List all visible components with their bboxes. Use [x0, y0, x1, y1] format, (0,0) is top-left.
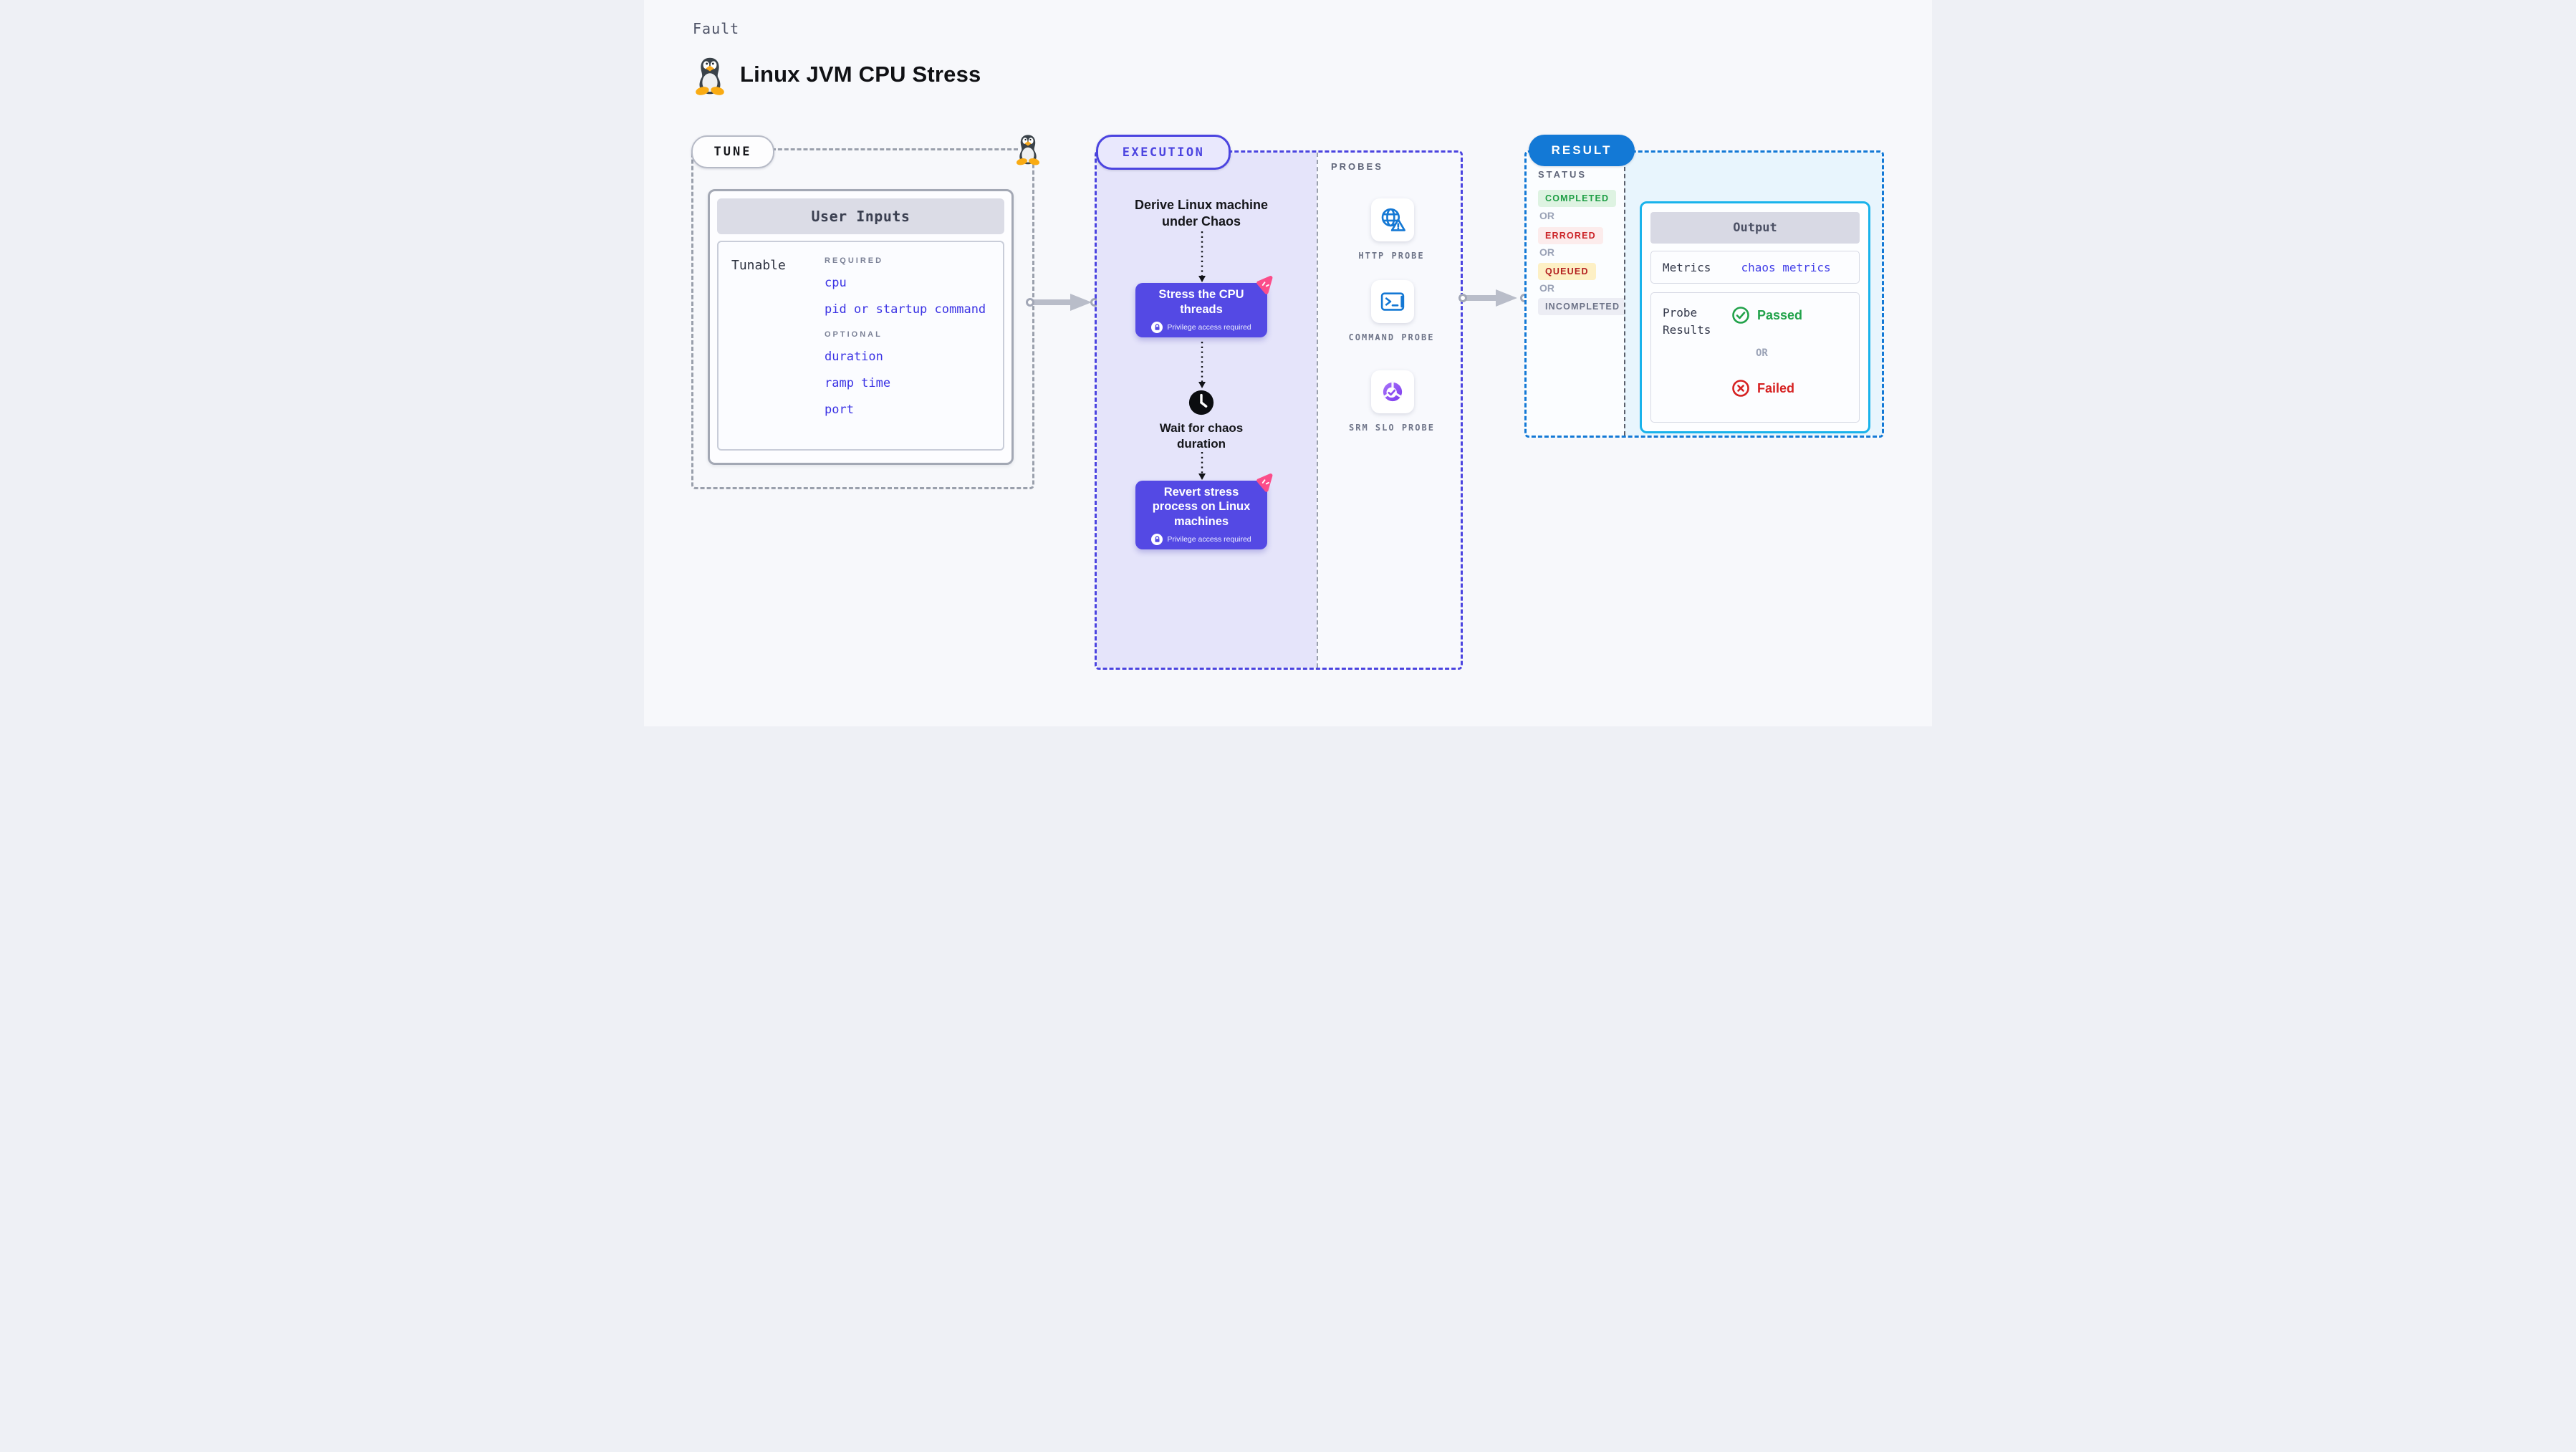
globe-alert-icon [1381, 208, 1405, 231]
stress-cpu-step-label: Stress the CPU threads [1158, 288, 1244, 316]
check-circle-icon [1732, 307, 1749, 324]
chaos-pinwheel-icon [1256, 276, 1273, 294]
page-title: Linux JVM CPU Stress [740, 62, 981, 87]
passed-row: Passed [1731, 306, 1802, 324]
optional-heading: OPTIONAL [825, 330, 883, 339]
step-derive-text: Derive Linux machine under Chaos [1134, 198, 1269, 229]
command-probe-label: COMMAND PROBE [1348, 332, 1435, 342]
status-badge-incompleted: INCOMPLETED [1538, 298, 1628, 315]
output-header: Output [1650, 212, 1860, 244]
passed-label: Passed [1757, 307, 1803, 322]
fault-diagram-page: Fault Linux JVM CPU Stress TUNE User Inp… [644, 0, 1932, 726]
result-section-box: STATUS COMPLETED OR ERRORED OR QUEUED OR… [1524, 150, 1884, 438]
or-label: OR [1539, 246, 1554, 258]
or-label: OR [1539, 282, 1554, 294]
chaos-metrics-link[interactable]: chaos metrics [1741, 260, 1831, 274]
srm-slo-probe-card [1371, 370, 1414, 413]
status-badge-queued: QUEUED [1538, 263, 1596, 280]
execution-flow-pane: Derive Linux machine under Chaos Stress … [1097, 153, 1317, 668]
execution-section-box: Derive Linux machine under Chaos Stress … [1095, 150, 1463, 670]
or-label: OR [1539, 210, 1554, 221]
privilege-note-row: Privilege access required [1151, 533, 1251, 545]
http-probe-card [1371, 198, 1414, 241]
x-circle-icon [1732, 380, 1749, 397]
metrics-row: Metrics chaos metrics [1650, 251, 1860, 284]
tunable-link-cpu[interactable]: cpu [825, 276, 847, 290]
revert-stress-step-card: Revert stress process on Linux machines … [1135, 481, 1267, 549]
tunable-link-ramp-time[interactable]: ramp time [825, 376, 891, 390]
tunable-link-duration[interactable]: duration [825, 350, 883, 364]
flow-arrow-down-icon [1198, 231, 1206, 282]
result-pill: RESULT [1529, 135, 1635, 166]
clock-icon [1188, 390, 1214, 415]
execution-to-result-arrow [1458, 289, 1529, 307]
fault-kind-label: Fault [693, 20, 740, 37]
probe-results-row: Probe Results Passed OR Failed [1650, 292, 1860, 423]
tunable-row-label: Tunable [731, 258, 786, 273]
flow-arrow-down-icon [1198, 342, 1206, 388]
privilege-note-text: Privilege access required [1167, 322, 1251, 332]
http-probe-label: HTTP PROBE [1358, 251, 1425, 261]
output-card: Output Metrics chaos metrics Probe Resul… [1640, 201, 1870, 433]
tune-section-box [691, 150, 1034, 489]
failed-row: Failed [1731, 379, 1794, 398]
step-wait-text: Wait for chaos duration [1159, 421, 1244, 451]
status-badge-completed: COMPLETED [1538, 190, 1617, 207]
tux-penguin-icon [696, 57, 724, 95]
flow-arrow-down-icon [1198, 452, 1206, 480]
privilege-note-text: Privilege access required [1167, 534, 1251, 544]
tune-to-execution-arrow [1026, 294, 1099, 311]
command-probe-card [1371, 280, 1414, 323]
user-inputs-card: User Inputs Tunable REQUIRED cpu pid or … [708, 189, 1014, 465]
srm-slo-probe-label: SRM SLO PROBE [1349, 423, 1435, 433]
revert-stress-step-label: Revert stress process on Linux machines [1152, 486, 1251, 528]
status-heading: STATUS [1538, 169, 1587, 180]
tunable-link-port[interactable]: port [825, 403, 854, 417]
execution-pill: EXECUTION [1096, 135, 1231, 170]
probe-results-label: Probe Results [1663, 306, 1711, 337]
tune-connector-line [772, 148, 1018, 150]
lock-icon [1151, 321, 1163, 333]
terminal-icon [1380, 292, 1405, 311]
lock-icon [1151, 533, 1163, 545]
tune-pill: TUNE [691, 135, 774, 168]
metrics-label: Metrics [1663, 260, 1711, 274]
tunable-link-pid-or-startup-command[interactable]: pid or startup command [825, 302, 986, 317]
tunables-table: Tunable REQUIRED cpu pid or startup comm… [717, 241, 1004, 451]
stress-cpu-step-card: Stress the CPU threads Privilege access … [1135, 283, 1267, 337]
required-heading: REQUIRED [825, 256, 884, 265]
user-inputs-header: User Inputs [717, 198, 1004, 234]
tunables-list: REQUIRED cpu pid or startup command OPTI… [825, 256, 986, 429]
or-label: OR [1756, 347, 1768, 359]
tux-penguin-icon [1016, 135, 1040, 165]
probes-pane: PROBES HTTP PROBE [1317, 153, 1461, 668]
slo-pie-icon [1383, 381, 1403, 402]
chaos-pinwheel-icon [1256, 473, 1273, 492]
failed-label: Failed [1757, 380, 1795, 395]
privilege-note-row: Privilege access required [1151, 321, 1251, 333]
probes-heading: PROBES [1331, 161, 1383, 172]
status-badge-errored: ERRORED [1538, 227, 1603, 244]
